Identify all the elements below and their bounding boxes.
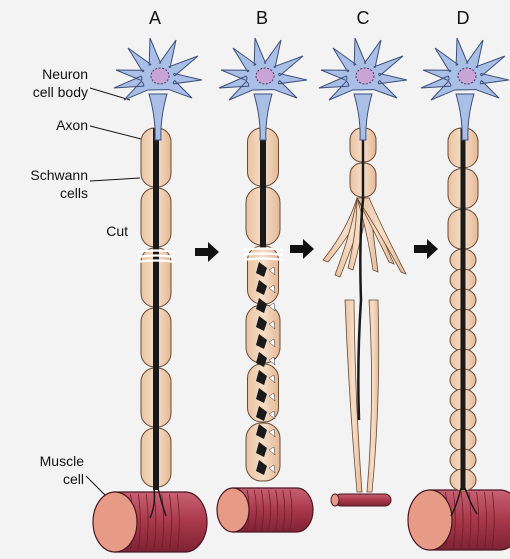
label-schwann-line2: cells xyxy=(60,185,88,201)
schwann-cell xyxy=(246,305,280,363)
arrow-c-to-d xyxy=(414,239,438,259)
muscle-end xyxy=(331,494,339,506)
muscle-end xyxy=(217,488,249,532)
leader-schwann xyxy=(90,178,140,181)
panel-a xyxy=(93,38,207,552)
nucleus xyxy=(151,68,169,84)
axon xyxy=(153,128,159,490)
panel-letter-c: C xyxy=(357,8,370,28)
schwann-tube xyxy=(367,300,379,492)
leader-neuron xyxy=(90,88,130,100)
muscle-end xyxy=(93,492,137,552)
nucleus xyxy=(458,68,476,84)
panel-letter-d: D xyxy=(457,8,470,28)
axon xyxy=(260,128,266,248)
label-muscle-line1: Muscle xyxy=(40,453,85,469)
stage-arrows xyxy=(195,239,438,262)
panel-letter-a: A xyxy=(149,8,161,28)
panel-d xyxy=(408,38,510,550)
label-cut: Cut xyxy=(106,223,128,239)
panel-b xyxy=(217,38,313,532)
nucleus xyxy=(256,68,274,84)
panel-letter-b: B xyxy=(256,8,268,28)
nucleus xyxy=(356,68,374,84)
label-muscle-line2: cell xyxy=(63,471,84,487)
panels-layer xyxy=(93,38,510,552)
label-neuron-line2: cell body xyxy=(33,84,88,100)
panel-c xyxy=(319,38,407,506)
label-neuron-line1: Neuron xyxy=(42,66,88,82)
arrow-b-to-c xyxy=(290,239,314,259)
arrow-a-to-b xyxy=(195,242,219,262)
label-schwann-line1: Schwann xyxy=(30,167,88,183)
axon xyxy=(461,128,466,490)
muscle-end xyxy=(408,490,452,550)
muscle-body xyxy=(335,494,391,506)
regenerating-sprout xyxy=(357,198,406,274)
label-axon: Axon xyxy=(56,117,88,133)
